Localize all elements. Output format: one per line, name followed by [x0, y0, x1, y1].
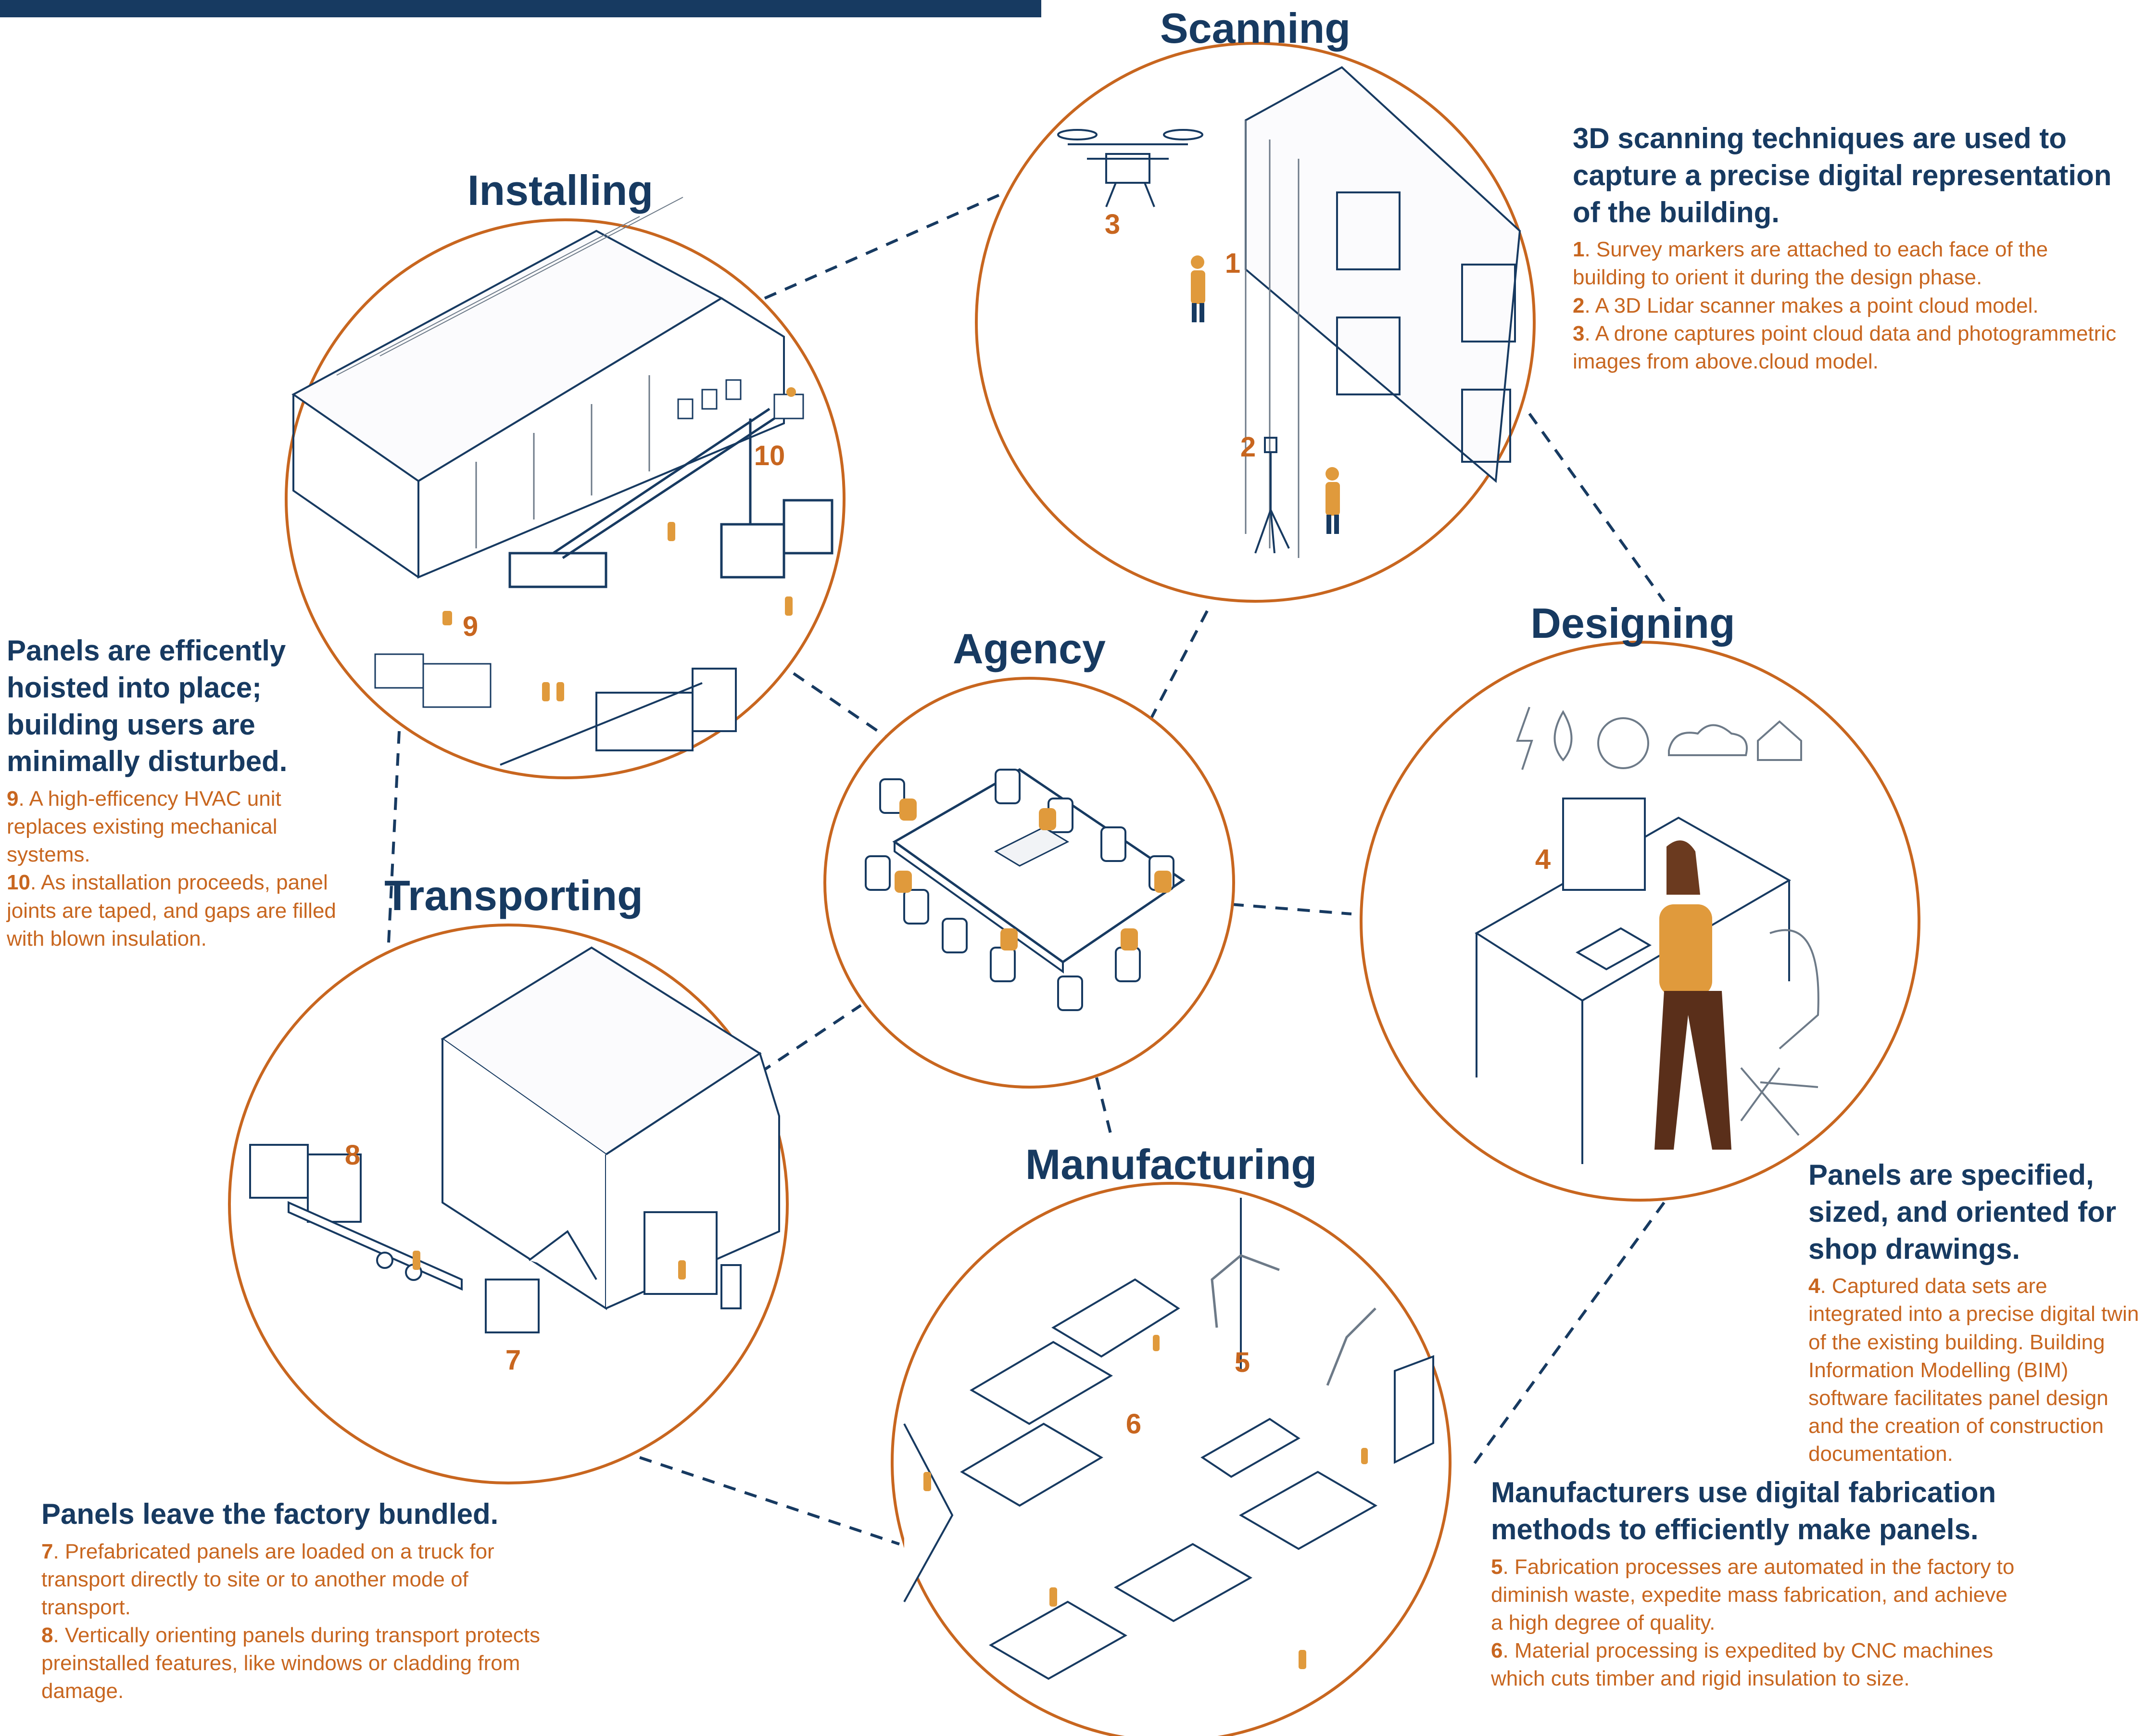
installing-description: Panels are efficently hoisted into place…: [7, 633, 353, 953]
surveyor-figure-icon: [1191, 255, 1340, 534]
manufacturing-item-6: 6. Material processing is expedited by C…: [1491, 1638, 1994, 1690]
callout-number-1: 1: [1224, 248, 1241, 279]
scanning-item-3: 3. A drone captures point cloud data and…: [1573, 321, 2117, 373]
desk-chair-icon: [1740, 929, 1819, 1136]
callout-number-10: 10: [754, 440, 785, 471]
manufacturing-description: Manufacturers use digital fabrication me…: [1491, 1474, 2025, 1693]
factory-floor-icon: [903, 1198, 1434, 1680]
transporting-heading: Panels leave the factory bundled.: [41, 1498, 499, 1530]
agency-circle: [823, 677, 1235, 1089]
designer-figure-icon: [1654, 840, 1731, 1150]
callout-number-4: 4: [1535, 844, 1551, 875]
transporting-circle: [228, 924, 789, 1484]
worker-figure-icon: [923, 1335, 1368, 1669]
robot-arm-icon: [1211, 1254, 1376, 1386]
scanning-item-2: 2. A 3D Lidar scanner makes a point clou…: [1573, 293, 2039, 317]
installing-item-10: 10. As installation proceeds, panel join…: [7, 871, 336, 950]
transporting-item-8: 8. Vertically orienting panels during tr…: [41, 1623, 541, 1703]
panel-rack-icon: [485, 1230, 597, 1333]
designing-description: Panels are specified, sized, and oriente…: [1808, 1157, 2140, 1468]
installing-circle: [285, 197, 846, 779]
stage-title-transporting: Transporting: [384, 872, 643, 919]
stage-title-agency: Agency: [953, 625, 1106, 672]
scanning-circle: [975, 42, 1536, 603]
drone-icon: [1057, 129, 1203, 207]
transporting-description: Panels leave the factory bundled. 7. Pre…: [41, 1496, 561, 1705]
installing-heading: Panels are efficently hoisted into place…: [7, 634, 288, 778]
person-figure-icon: [895, 798, 1172, 950]
scanning-item-1: 1. Survey markers are attached to each f…: [1573, 238, 2048, 290]
callout-number-3: 3: [1104, 209, 1121, 240]
worker-figure-icon: [413, 1251, 686, 1280]
lift-icon: [773, 393, 804, 419]
building-metrics-icons: [1516, 707, 1802, 770]
callout-number-7: 7: [505, 1344, 521, 1376]
scanning-description: 3D scanning techniques are used to captu…: [1573, 120, 2126, 376]
designing-item-4: 4. Captured data sets are integrated int…: [1808, 1274, 2139, 1466]
callout-number-8: 8: [344, 1140, 361, 1171]
manufacturing-item-5: 5. Fabrication processes are automated i…: [1491, 1555, 2015, 1635]
manufacturing-heading: Manufacturers use digital fabrication me…: [1491, 1476, 1996, 1546]
stage-title-scanning: Scanning: [1160, 4, 1351, 52]
lidar-scanner-icon: [1254, 437, 1290, 554]
factory-building-icon: [441, 946, 780, 1310]
callout-number-2: 2: [1240, 431, 1256, 463]
truck-icon: [500, 668, 737, 766]
crane-icon: [508, 407, 833, 588]
designing-heading: Panels are specified, sized, and oriente…: [1808, 1159, 2117, 1265]
header-bar: [0, 0, 1041, 17]
stage-title-designing: Designing: [1530, 599, 1735, 647]
worker-figure-icon: [442, 387, 796, 701]
designing-circle: [1360, 641, 1920, 1202]
desk-icon: [1475, 798, 1792, 1164]
callout-number-9: 9: [462, 611, 479, 642]
scanning-heading: 3D scanning techniques are used to captu…: [1573, 122, 2112, 228]
callout-number-5: 5: [1234, 1347, 1250, 1378]
office-chair-icon: [865, 769, 1174, 1011]
stage-title-installing: Installing: [467, 166, 654, 214]
transporting-item-7: 7. Prefabricated panels are loaded on a …: [41, 1539, 494, 1619]
stage-title-manufacturing: Manufacturing: [1025, 1140, 1317, 1188]
meeting-table-icon: [892, 768, 1186, 974]
manufacturing-circle: [891, 1182, 1452, 1736]
panel-pallet-icon: [374, 653, 492, 708]
connector-lines: [387, 191, 1666, 1546]
callout-number-6: 6: [1125, 1408, 1142, 1440]
installing-item-9: 9. A high-efficency HVAC unit replaces e…: [7, 787, 281, 867]
